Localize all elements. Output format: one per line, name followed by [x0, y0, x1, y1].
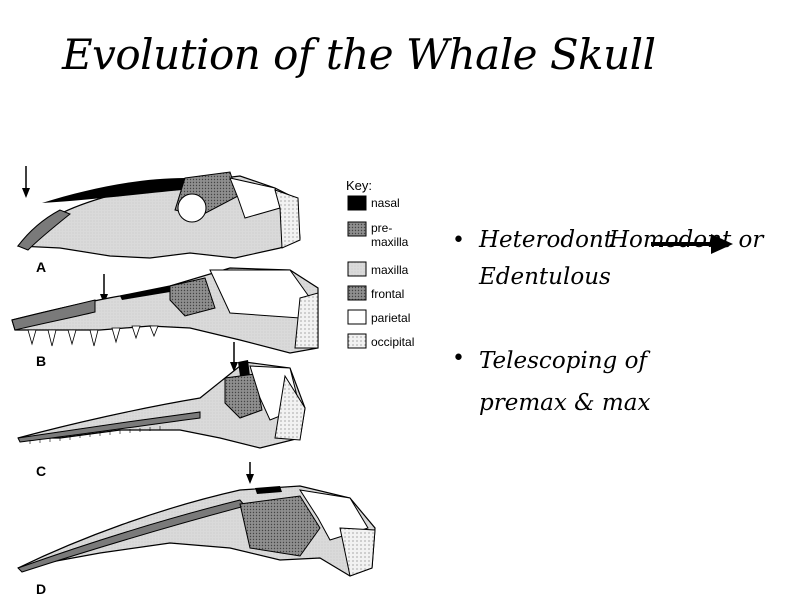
skull-d: D	[17, 462, 376, 597]
bullet-dot-icon: •	[452, 228, 465, 253]
key-swatch-nasal	[347, 195, 367, 211]
label-c: C	[36, 463, 46, 479]
bullet-dentition-heterodont: Heterodont	[479, 227, 613, 253]
key-label-premaxilla-2: maxilla	[371, 235, 409, 249]
whale-skull-figure: A B	[0, 148, 440, 600]
bullet-dentition-edentulous: Edentulous	[479, 264, 611, 290]
bullet-dentition-text: Heterodont Edentulous	[479, 222, 613, 296]
key-label-frontal: frontal	[371, 287, 404, 301]
skull-a-premaxilla	[17, 209, 71, 251]
skull-diagram: A B	[11, 166, 414, 597]
key-swatch-frontal	[347, 285, 367, 301]
key-label-maxilla: maxilla	[371, 263, 409, 277]
key-legend: Key: nasal pre- maxilla maxilla frontal …	[346, 178, 414, 349]
label-a: A	[36, 259, 46, 275]
bullet-telescoping-text: Telescoping of premax & max	[479, 340, 650, 424]
skull-b: B	[11, 267, 319, 369]
bullet-telescoping-line1: Telescoping of	[479, 348, 647, 374]
skull-a-nasal	[42, 178, 185, 203]
label-b: B	[36, 353, 46, 369]
key-label-occipital: occipital	[371, 335, 414, 349]
skull-c: C	[17, 342, 306, 479]
label-d: D	[36, 581, 46, 597]
skull-a-occipital	[274, 189, 301, 249]
key-label-parietal: parietal	[371, 311, 410, 325]
key-title: Key:	[346, 178, 372, 193]
skull-a-parietal	[229, 177, 281, 219]
right-arrow-icon	[651, 234, 733, 254]
skull-a: A	[16, 166, 301, 275]
slide-title: Evolution of the Whale Skull	[62, 30, 656, 79]
key-swatch-parietal	[347, 309, 367, 325]
bullet-telescoping-line2: premax & max	[479, 390, 651, 416]
key-swatch-maxilla	[347, 261, 367, 277]
key-label-premaxilla-1: pre-	[371, 221, 392, 235]
key-label-nasal: nasal	[371, 196, 400, 210]
bullet-dentition-homodont: Homodont or	[609, 227, 764, 253]
key-swatch-premaxilla	[347, 221, 367, 237]
bullet-dot-icon: •	[452, 346, 465, 371]
key-swatch-occipital	[347, 333, 367, 349]
